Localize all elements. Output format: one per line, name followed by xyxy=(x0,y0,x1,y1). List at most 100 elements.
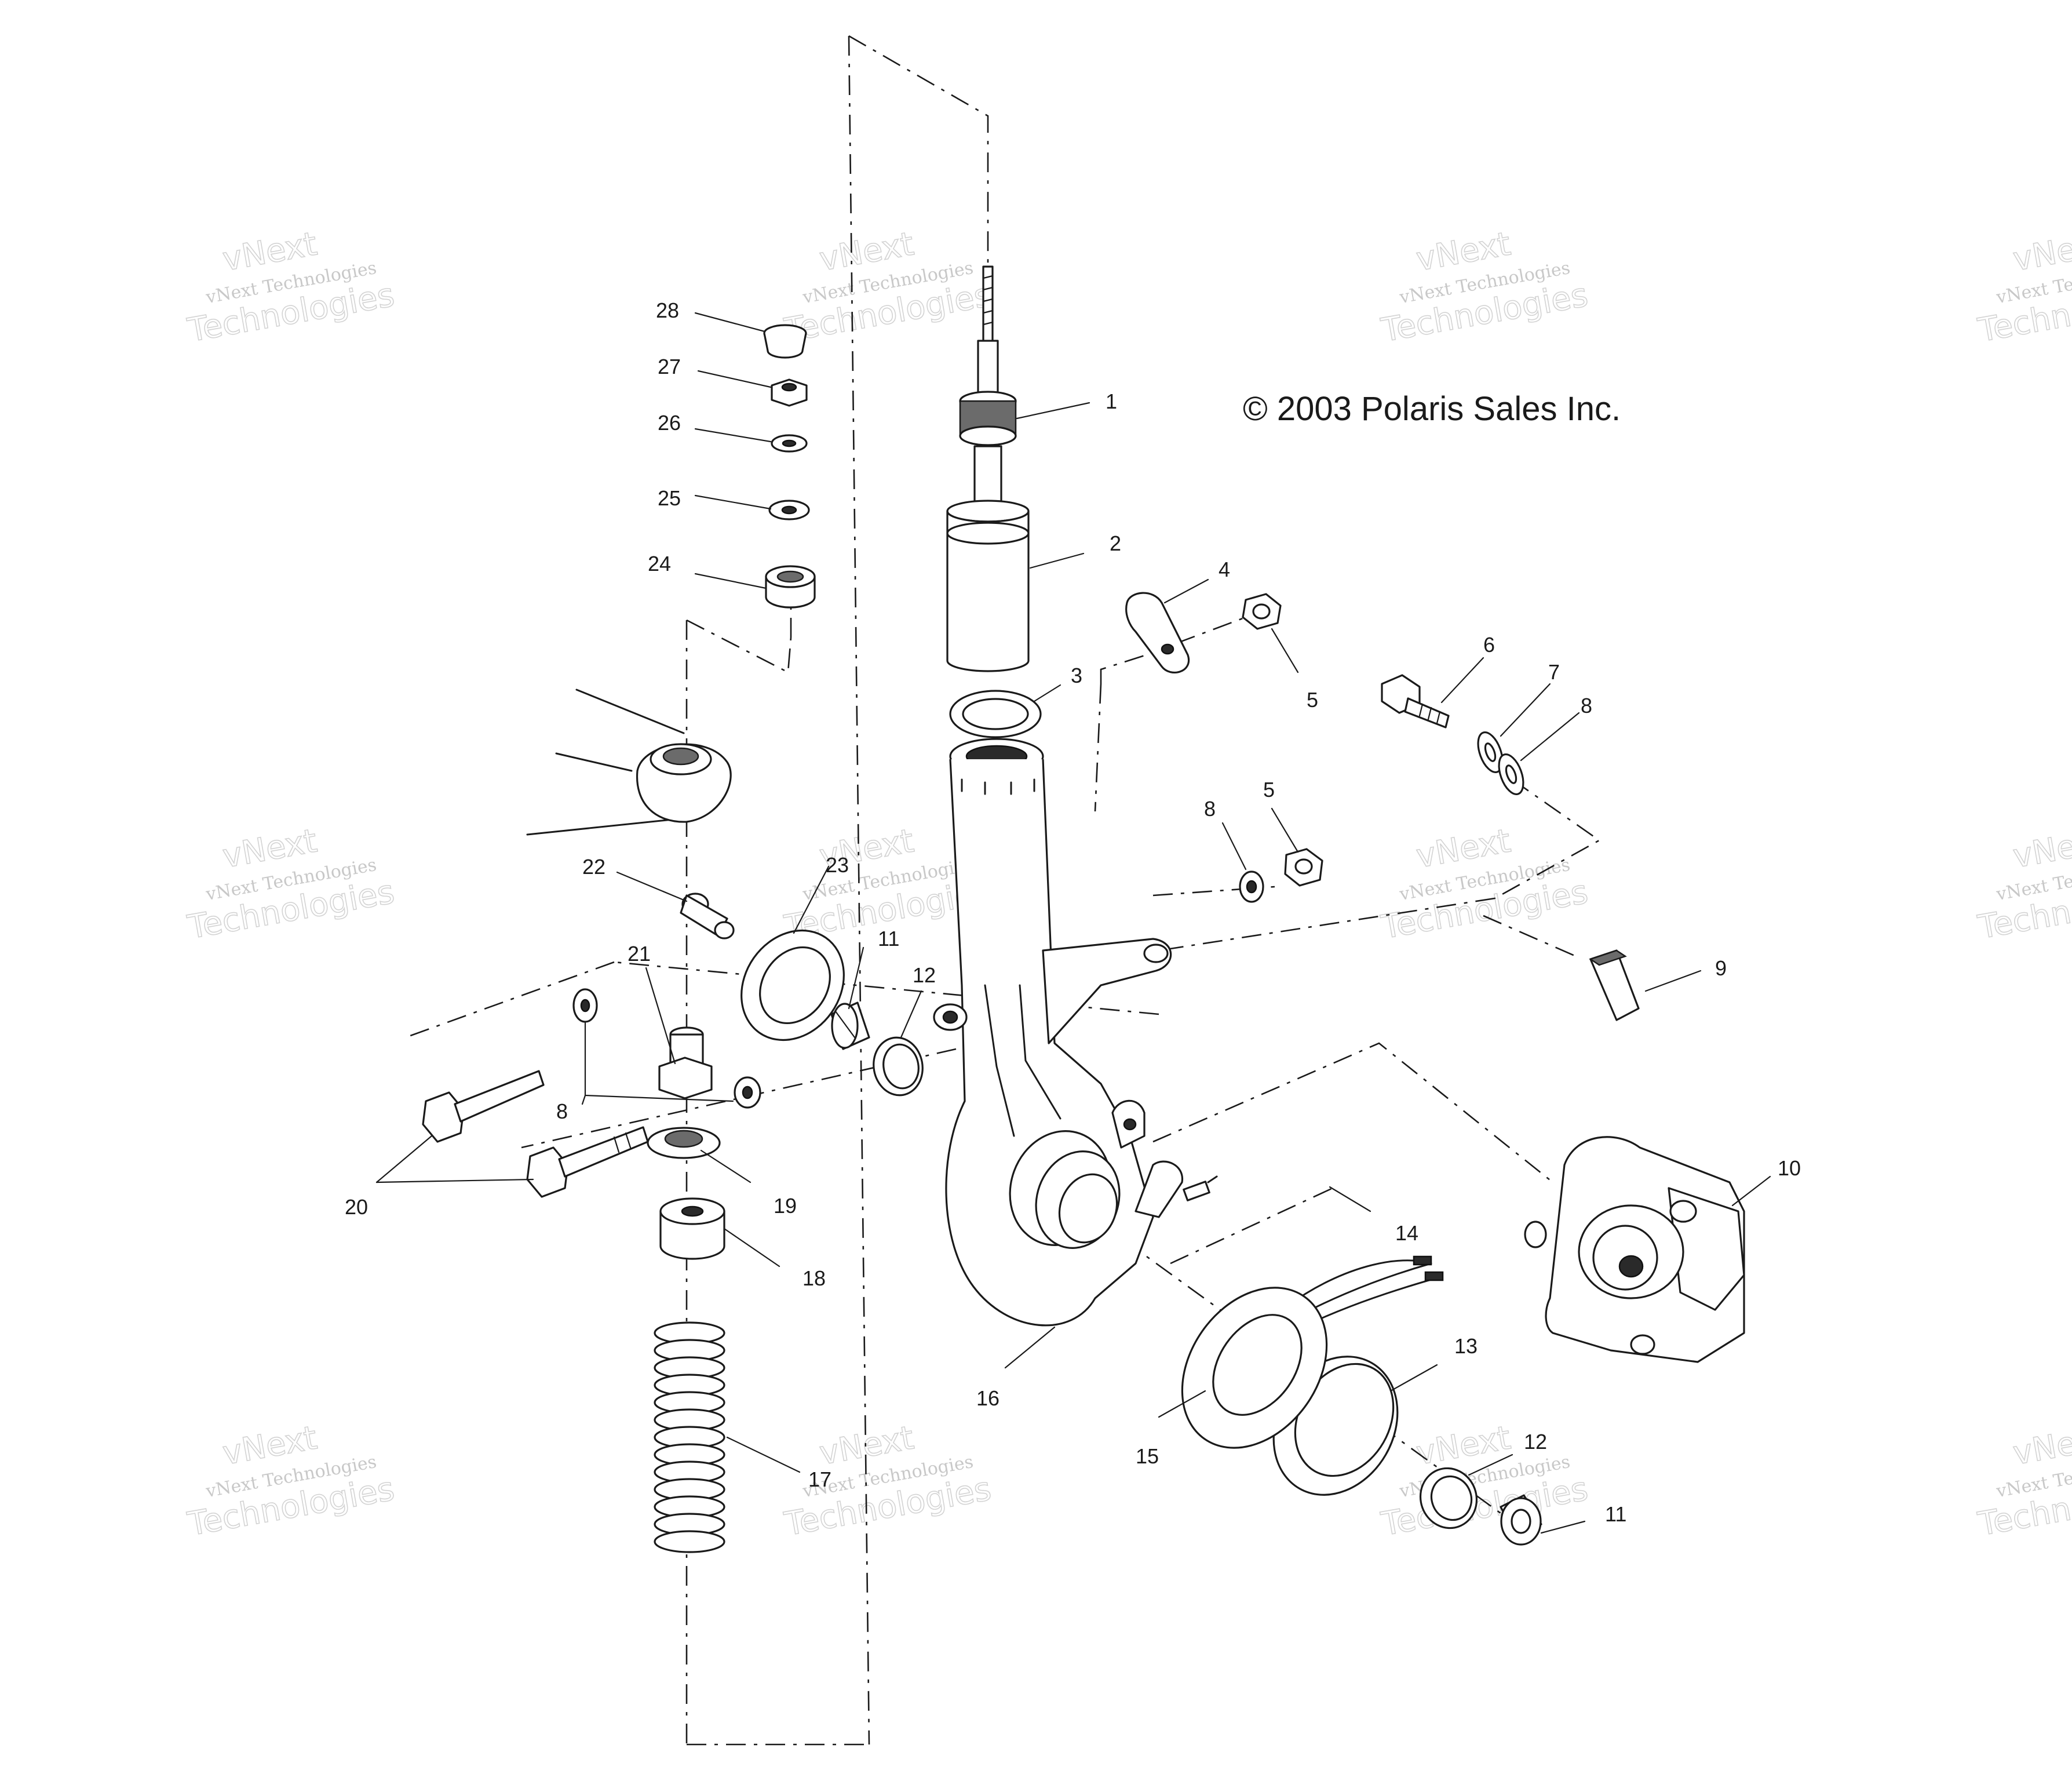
leader-10 xyxy=(1731,1175,1771,1207)
leader-27 xyxy=(697,370,772,388)
bushing-part-24 xyxy=(765,565,816,609)
leader-15 xyxy=(1158,1390,1206,1418)
leader-11b xyxy=(1540,1520,1586,1534)
bolt-shank xyxy=(454,1070,545,1123)
thread-line xyxy=(1418,703,1424,717)
thread-line xyxy=(982,298,994,303)
watermark: vNext vNext Technologies Technologies xyxy=(1378,822,1591,947)
leader-20 xyxy=(375,1135,433,1183)
leader-9 xyxy=(1644,970,1702,992)
watermark: vNext vNext Technologies Technologies xyxy=(781,225,994,350)
callout-26: 26 xyxy=(658,411,681,435)
bolt-part-6 xyxy=(1381,674,1450,729)
callout-16: 16 xyxy=(976,1386,999,1410)
ear-hole xyxy=(1123,1118,1137,1131)
mount-edge xyxy=(555,752,633,772)
mount-edge xyxy=(575,689,685,734)
copyright-notice: © 2003 Polaris Sales Inc. xyxy=(1243,390,1621,428)
nut-hole xyxy=(1294,858,1313,875)
knuckle-web xyxy=(1019,984,1061,1120)
watermark: vNext vNext Technologies Technologies xyxy=(781,1419,994,1544)
callout-28: 28 xyxy=(656,298,679,322)
cap-part-28 xyxy=(763,324,807,359)
leader-5 xyxy=(1271,628,1299,673)
ring-inner xyxy=(962,698,1029,730)
thread-line xyxy=(1427,706,1432,720)
leader-19 xyxy=(700,1149,752,1183)
callout-21: 21 xyxy=(628,942,651,966)
callout-18: 18 xyxy=(802,1266,826,1290)
bracket-part-4 xyxy=(1125,592,1190,673)
watermark-big-1: vNext xyxy=(2011,225,2072,278)
callout-14: 14 xyxy=(1395,1221,1418,1245)
callout-8b: 8 xyxy=(1204,797,1216,821)
watermark-big-1: vNext xyxy=(2011,822,2072,875)
seal-ring-part-3 xyxy=(949,690,1042,738)
watermark: vNext vNext Technologies Technologies xyxy=(184,822,397,947)
leader-8 xyxy=(1520,712,1580,762)
leader-4 xyxy=(1163,578,1209,604)
spindle-knuckle-part-16 xyxy=(933,738,1183,1327)
center-line xyxy=(1176,616,1246,644)
shock-body-cylinder xyxy=(946,510,1030,672)
watermark: vNext vNext Technologies Technologies xyxy=(1975,822,2072,947)
watermark: vNext vNext Technologies Technologies xyxy=(1975,225,2072,350)
leader-24 xyxy=(694,573,767,589)
center-line xyxy=(1094,683,1102,812)
callout-11: 11 xyxy=(878,927,899,950)
callout-4: 4 xyxy=(1219,558,1230,581)
nut-bore xyxy=(781,383,797,392)
pin-part-22 xyxy=(680,893,735,939)
nut-part-5b xyxy=(1284,848,1323,887)
washer-inner xyxy=(1246,880,1257,894)
bearing-face xyxy=(831,1003,859,1049)
center-line xyxy=(521,1048,957,1149)
sensor-tip xyxy=(1207,1175,1218,1183)
roller-line xyxy=(834,1010,856,1039)
race-part-12b xyxy=(1419,1467,1478,1529)
wire-connector xyxy=(1413,1255,1432,1266)
brake-pad-part-9 xyxy=(1589,949,1640,1021)
seat-top xyxy=(664,1130,703,1148)
watermark-big-1: vNext xyxy=(2011,1419,2072,1472)
shaft-upper xyxy=(977,340,999,400)
center-line xyxy=(848,35,870,1745)
leader-1 xyxy=(1016,402,1090,420)
race-inner xyxy=(882,1043,920,1090)
bolt-part-20 xyxy=(422,1070,545,1143)
caliper-ear xyxy=(1135,1160,1183,1218)
pad-top xyxy=(1589,949,1627,966)
callout-9: 9 xyxy=(1715,956,1727,980)
watermark: vNext vNext Technologies Technologies xyxy=(1378,225,1591,350)
callout-12: 12 xyxy=(913,963,936,987)
thread-line xyxy=(982,286,994,291)
callout-10: 10 xyxy=(1778,1156,1801,1180)
knuckle-boss-hole xyxy=(942,1010,958,1024)
washer-part-8c xyxy=(572,988,598,1023)
bearing-part-11b xyxy=(1500,1494,1542,1546)
bearing-bore xyxy=(1511,1509,1531,1534)
brake-caliper-part-10 xyxy=(1524,1136,1745,1363)
washer-part-26 xyxy=(771,434,808,453)
callout-5b: 5 xyxy=(1263,778,1275,802)
leader-20b xyxy=(375,1178,534,1183)
caliper-pin xyxy=(1630,1334,1655,1355)
parts xyxy=(422,265,1745,1553)
seal-part-23 xyxy=(740,929,845,1041)
callout-19: 19 xyxy=(774,1194,797,1218)
leader-16 xyxy=(1004,1326,1056,1369)
callout-27: 27 xyxy=(658,355,681,378)
lock-nut xyxy=(771,378,808,407)
callout-25: 25 xyxy=(658,486,681,510)
leader-lines xyxy=(375,312,1771,1534)
center-line xyxy=(1158,897,1495,952)
rotor-ring-part-15 xyxy=(1181,1287,1328,1449)
nut-part-5 xyxy=(1242,593,1282,630)
leader-22 xyxy=(616,871,688,902)
thread-line xyxy=(982,309,994,314)
callout-5: 5 xyxy=(1307,688,1318,712)
caliper-pin xyxy=(1669,1200,1697,1223)
center-line xyxy=(1100,648,1165,684)
arm-hole xyxy=(1143,944,1169,963)
leader-21 xyxy=(645,967,676,1065)
